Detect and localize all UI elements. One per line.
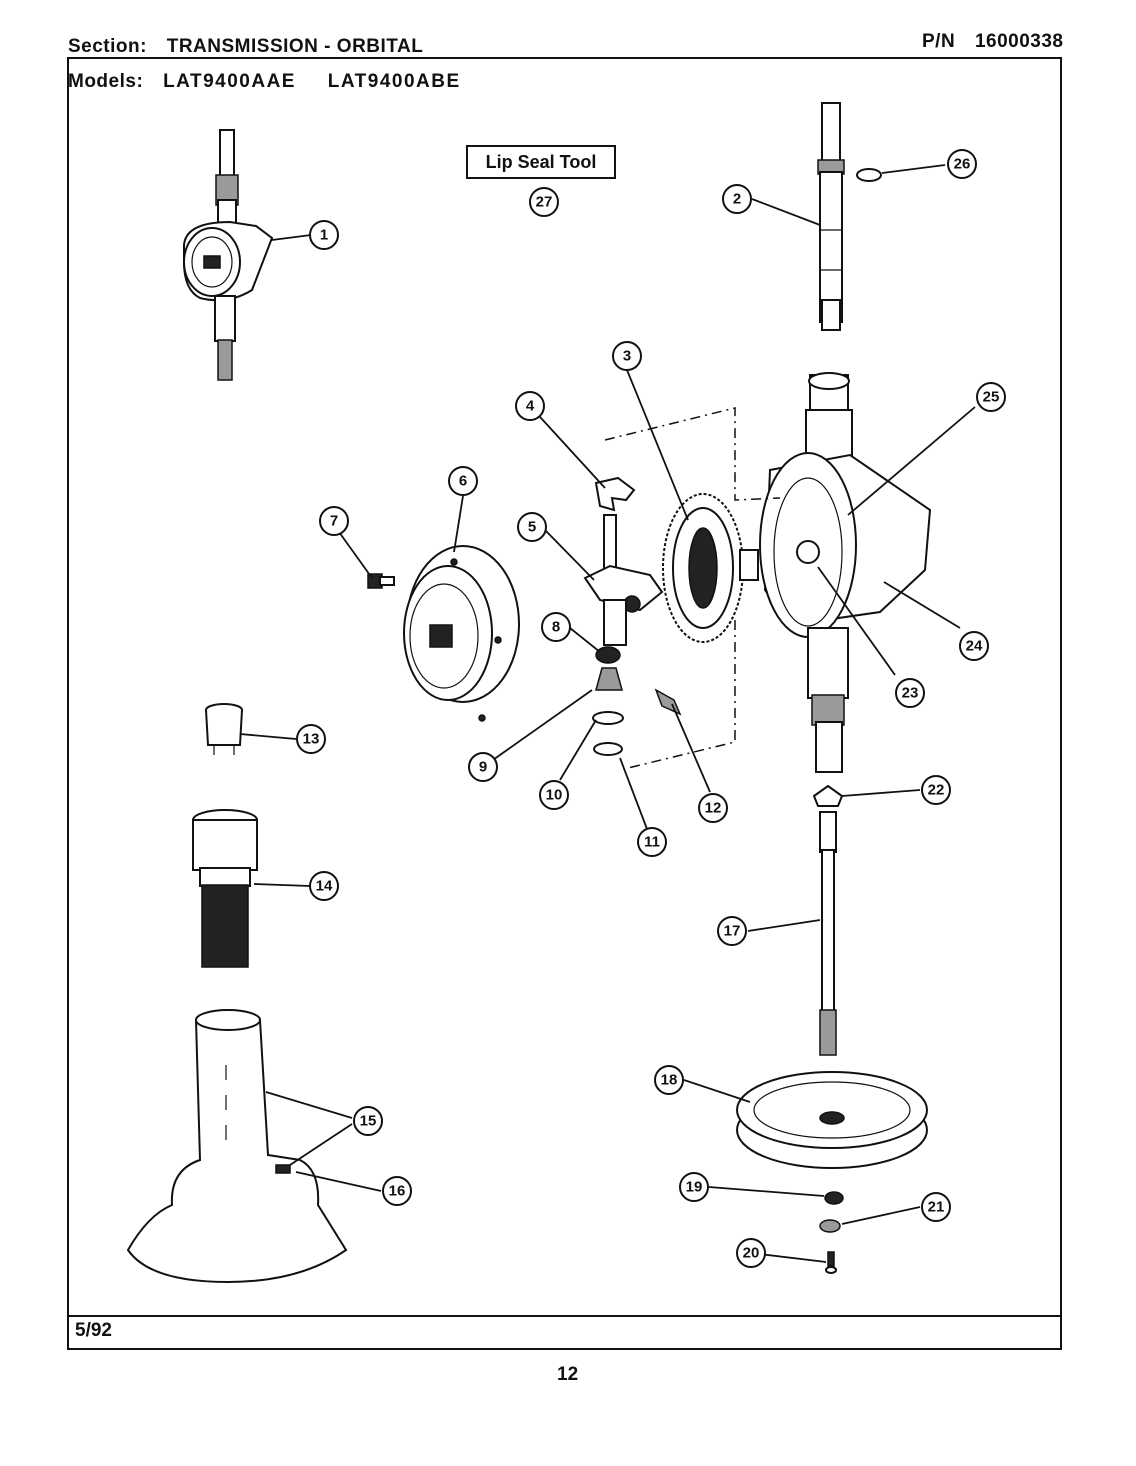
screw-drawing (825, 1251, 837, 1274)
page-number: 12 (557, 1364, 579, 1385)
callout-24-label: 24 (966, 638, 983, 655)
callout-24: 24 (959, 631, 989, 661)
assembly-line-lower (627, 620, 736, 769)
callout-3-label: 3 (623, 348, 631, 365)
callout-10-label: 10 (546, 787, 563, 804)
callout-26: 26 (947, 149, 977, 179)
lip-seal-tool-box: Lip Seal Tool (466, 145, 616, 179)
callout-4-label: 4 (526, 398, 535, 415)
callout-7: 7 (319, 506, 349, 536)
transmission-assembly-drawing (183, 129, 274, 381)
callout-13: 13 (296, 724, 326, 754)
callout-13-label: 13 (303, 731, 320, 748)
callout-18: 18 (654, 1065, 684, 1095)
filter-sleeve-drawing (192, 809, 258, 968)
leader-lines (239, 164, 976, 1263)
callout-22: 22 (921, 775, 951, 805)
callout-18-label: 18 (661, 1072, 678, 1089)
callout-20-label: 20 (743, 1245, 760, 1262)
callout-8-label: 8 (552, 619, 560, 636)
model-number-1: LAT9400AAE (163, 71, 296, 92)
callout-15: 15 (353, 1106, 383, 1136)
section-title: TRANSMISSION - ORBITAL (166, 36, 424, 57)
callout-25-label: 25 (983, 389, 1000, 406)
callout-21-label: 21 (928, 1199, 945, 1216)
callout-12: 12 (698, 793, 728, 823)
callout-12-label: 12 (705, 800, 722, 817)
housing-drawing (759, 372, 932, 773)
callout-11: 11 (637, 827, 667, 857)
callout-19: 19 (679, 1172, 709, 1202)
callout-27-label: 27 (536, 194, 553, 211)
callout-7-label: 7 (330, 513, 338, 530)
callout-6: 6 (448, 466, 478, 496)
callout-15-label: 15 (360, 1113, 377, 1130)
callout-14: 14 (309, 871, 339, 901)
callout-23-label: 23 (902, 685, 919, 702)
agitator-shaft-drawing (812, 784, 844, 1056)
diagram-frame (67, 57, 1062, 1350)
part-number-label: P/N (922, 31, 956, 52)
base-hub-drawing (126, 1009, 348, 1284)
footer-divider (67, 1315, 1062, 1317)
part-number-value: 16000338 (974, 31, 1064, 52)
callout-9-label: 9 (479, 759, 487, 776)
callout-21: 21 (921, 1192, 951, 1222)
clip-drawing (594, 476, 636, 512)
drive-gear-drawing (662, 493, 759, 643)
nut-drawing (819, 1219, 841, 1233)
callout-26-label: 26 (954, 156, 971, 173)
callout-23: 23 (895, 678, 925, 708)
callout-25: 25 (976, 382, 1006, 412)
callout-17: 17 (717, 916, 747, 946)
crank-assembly-drawing (583, 514, 682, 756)
callout-2-label: 2 (733, 191, 741, 208)
callout-11-label: 11 (644, 834, 660, 851)
part-number-header: P/N 16000338 (922, 31, 1064, 53)
callout-3: 3 (612, 341, 642, 371)
assembly-line-upper (604, 407, 781, 501)
callout-17-label: 17 (724, 923, 741, 940)
callout-20: 20 (736, 1238, 766, 1268)
callout-10: 10 (539, 780, 569, 810)
callout-2: 2 (722, 184, 752, 214)
callout-14-label: 14 (316, 878, 333, 895)
cover-plate-drawing (403, 545, 520, 722)
callout-5: 5 (517, 512, 547, 542)
bolt-drawing (367, 573, 395, 589)
spin-shaft-drawing (817, 102, 882, 331)
callout-16-label: 16 (389, 1183, 406, 1200)
callout-22-label: 22 (928, 782, 945, 799)
revision-date: 5/92 (75, 1320, 112, 1341)
callout-16: 16 (382, 1176, 412, 1206)
filter-cap-drawing (205, 703, 243, 755)
section-label: Section: (68, 36, 147, 57)
models-label: Models: (68, 71, 144, 92)
callout-27: 27 (529, 187, 559, 217)
callout-1: 1 (309, 220, 339, 250)
callout-6-label: 6 (459, 473, 467, 490)
models-header: Models: LAT9400AAE LAT9400ABE (68, 71, 487, 93)
section-header: Section: TRANSMISSION - ORBITAL (68, 36, 423, 58)
callout-19-label: 19 (686, 1179, 703, 1196)
washer-drawing (824, 1191, 844, 1205)
callout-5-label: 5 (528, 519, 536, 536)
callout-1-label: 1 (320, 227, 328, 244)
callout-8: 8 (541, 612, 571, 642)
model-number-2: LAT9400ABE (327, 71, 461, 92)
callout-9: 9 (468, 752, 498, 782)
callout-4: 4 (515, 391, 545, 421)
pulley-drawing (736, 1071, 928, 1169)
